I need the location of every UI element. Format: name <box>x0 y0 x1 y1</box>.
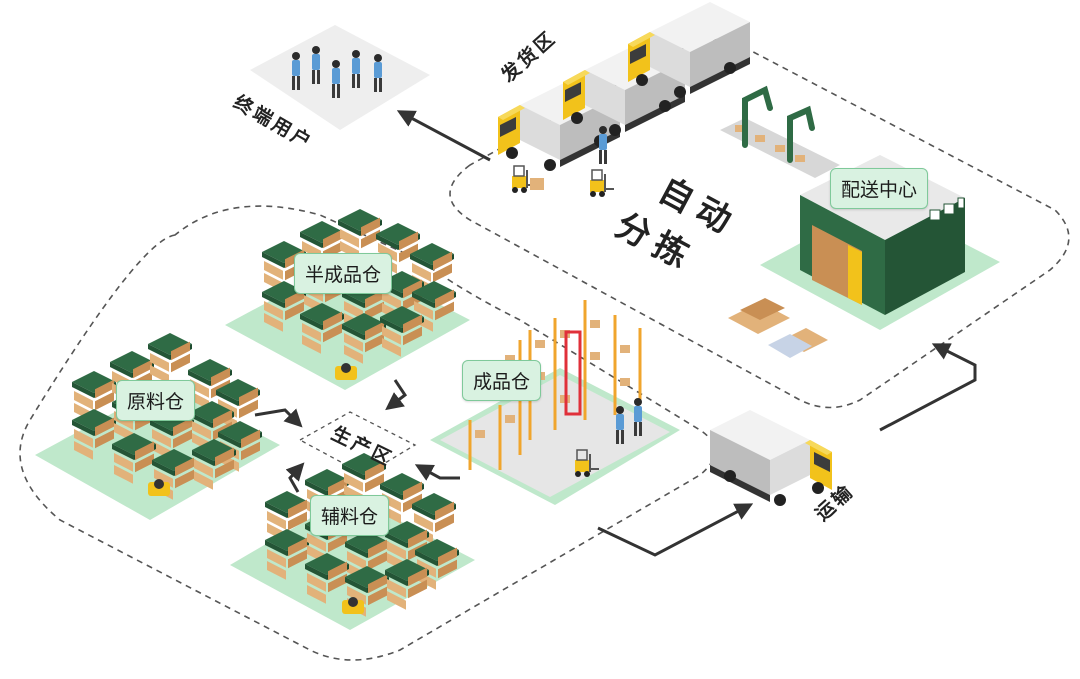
agv-robot-icon <box>148 363 364 614</box>
pallets <box>728 298 828 358</box>
auxiliary-warehouse-label: 辅料仓 <box>310 495 390 536</box>
sorting-conveyor <box>720 85 840 178</box>
distribution-center-label: 配送中心 <box>830 168 929 209</box>
finished-goods-warehouse-label: 成品仓 <box>462 360 542 401</box>
truck-icon <box>628 2 750 98</box>
shipping-forklifts <box>511 126 615 198</box>
distribution-region-outline <box>449 38 1070 409</box>
raw-material-warehouse-label: 原料仓 <box>116 380 196 421</box>
flow-arrows <box>254 110 977 557</box>
truck-icon <box>710 410 832 506</box>
production-area-outline <box>298 411 417 476</box>
end-users-pad <box>250 25 430 130</box>
factory-region-outline <box>19 205 716 661</box>
semi-finished-warehouse-label: 半成品仓 <box>294 253 393 294</box>
